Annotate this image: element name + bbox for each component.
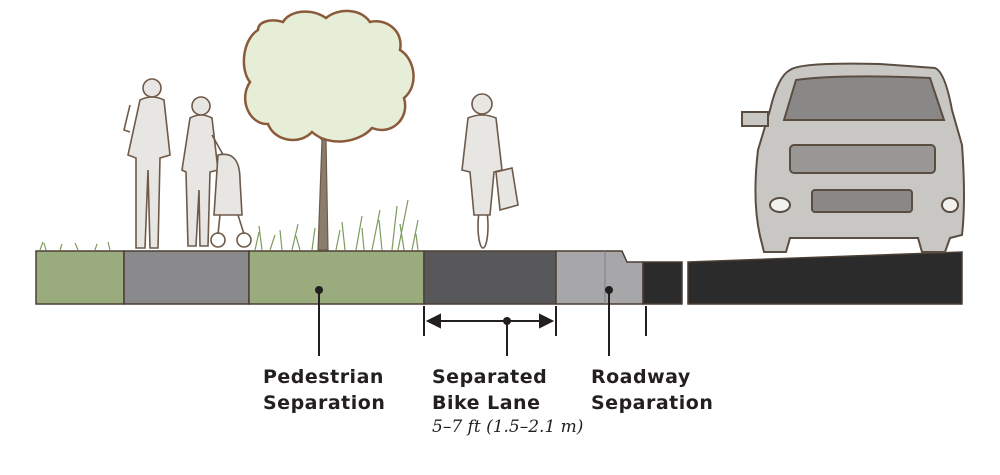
bike-lane-strip xyxy=(423,250,557,305)
car-icon xyxy=(741,62,965,253)
separated-bike-lane-label: Separated Bike Lane xyxy=(432,364,547,416)
sidewalk-strip xyxy=(123,250,250,305)
bike-label-line1: Separated xyxy=(432,366,548,388)
bike-label-line2: Bike Lane xyxy=(432,392,541,414)
road-strip-2 xyxy=(687,251,963,305)
person-icon xyxy=(123,78,171,249)
person-with-stroller-icon xyxy=(181,96,227,247)
pedestrian-label-line1: Pedestrian xyxy=(263,366,384,388)
grass-strip-left xyxy=(35,250,125,305)
roadway-separation-label: Roadway Separation xyxy=(591,364,713,416)
callout-lines xyxy=(315,286,647,356)
tree-icon xyxy=(242,9,415,251)
pedestrian-label-line2: Separation xyxy=(263,392,386,414)
bike-lane-width-text: 5–7 ft (1.5–2.1 m) xyxy=(432,417,584,437)
roadway-label-line2: Separation xyxy=(591,392,714,414)
roadway-label-line1: Roadway xyxy=(591,366,691,388)
stroller-icon xyxy=(210,153,252,248)
grass-strip-pedestrian-separation xyxy=(248,250,425,305)
ground-section xyxy=(35,250,963,305)
road-strip-1 xyxy=(642,261,683,305)
pedestrian-separation-label: Pedestrian Separation xyxy=(263,364,385,416)
cyclist-icon xyxy=(461,93,519,249)
roadway-buffer-strip xyxy=(555,250,644,305)
grass-tufts xyxy=(39,199,419,251)
